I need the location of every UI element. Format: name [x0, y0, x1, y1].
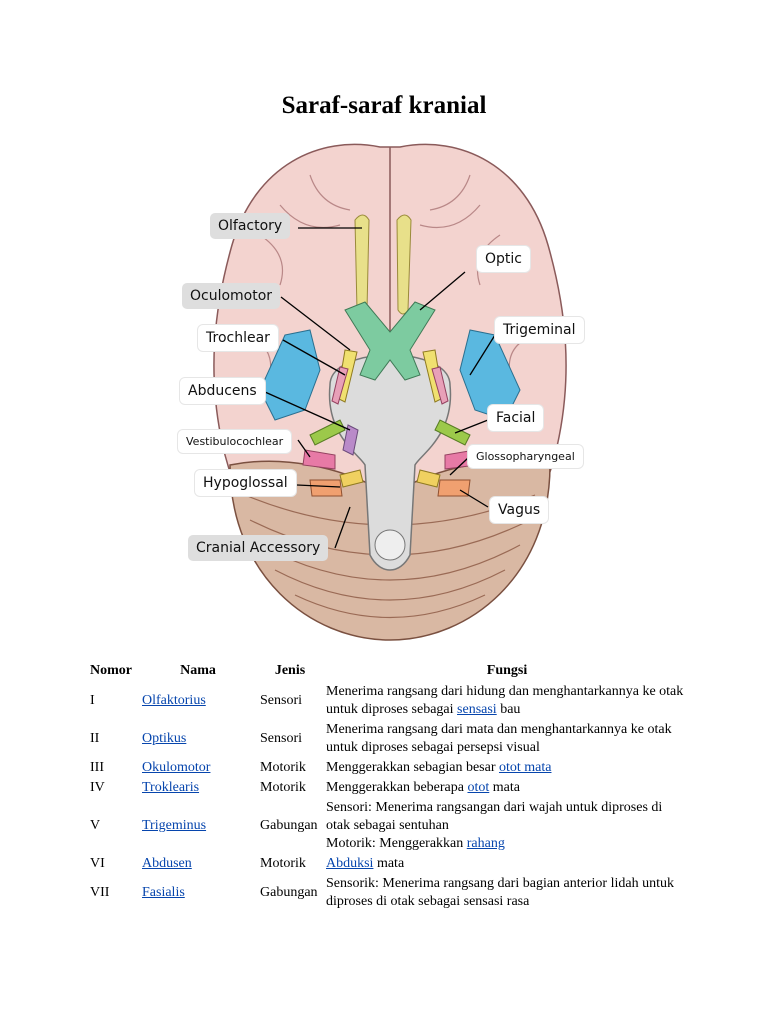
cell-nama: Okulomotor [139, 758, 257, 778]
label-trigeminal: Trigeminal [495, 317, 584, 343]
cell-jenis: Motorik [260, 780, 306, 795]
cell-fungsi: Sensori: Menerima rangsangan dari wajah … [323, 798, 691, 854]
cell-jenis: Gabungan [260, 818, 318, 833]
label-oculomotor: Oculomotor [182, 283, 281, 309]
cell-jenis: Motorik [260, 760, 306, 775]
nerve-name-link[interactable]: Optikus [142, 731, 187, 746]
cell-nama: Optikus [139, 720, 257, 758]
table-row: IV Troklearis Motorik Menggerakkan beberapa… [87, 778, 691, 798]
fungsi-text-end: bau [496, 702, 521, 717]
nerve-name-link[interactable]: Olfaktorius [142, 693, 206, 708]
fungsi-link[interactable]: otot [467, 780, 490, 795]
nerve-name-link[interactable]: Okulomotor [142, 760, 211, 775]
label-glossopharyngeal: Glossopharyngeal [468, 445, 583, 468]
glossopharyngeal-nerve-shape [339, 469, 441, 488]
label-facial: Facial [488, 405, 544, 431]
cell-jenis: Gabungan [260, 885, 318, 900]
nerve-name-link[interactable]: Abdusen [142, 856, 192, 871]
cell-fungsi: Menerima rangsang dari mata dan menghant… [323, 720, 691, 758]
fungsi-text: Menggerakkan beberapa [326, 780, 468, 795]
table-row: V Trigeminus Gabungan Sensori: Menerima ran… [87, 798, 691, 854]
cell-nama: Troklearis [139, 778, 257, 798]
cell-jenis: Sensori [260, 731, 302, 746]
cell-nama: Fasialis [139, 874, 257, 912]
cell-fungsi: Menggerakkan sebagian besar otot mata [323, 758, 691, 778]
cell-nomor: IV [90, 780, 105, 795]
cell-nama: Abdusen [139, 854, 257, 874]
cell-jenis: Motorik [260, 856, 306, 871]
cell-nomor: II [90, 731, 100, 746]
fungsi-link[interactable]: sensasi [457, 702, 497, 717]
label-abducens: Abducens [180, 378, 265, 404]
table-row: VII Fasialis Gabungan Sensorik: Menerima ra… [87, 874, 691, 912]
cell-nomor: I [90, 693, 95, 708]
label-hypoglossal: Hypoglossal [195, 470, 296, 496]
header-nomor: Nomor [90, 663, 132, 678]
fungsi-text: Sensorik: Menerima rangsang dari bagian … [326, 876, 674, 909]
header-nama: Nama [180, 663, 216, 678]
fungsi-text: Motorik: Menggerakkan [326, 836, 467, 851]
nerve-name-link[interactable]: Trigeminus [142, 818, 207, 833]
table-row: III Okulomotor Motorik Menggerakkan sebagia… [87, 758, 691, 778]
page-title: Saraf-saraf kranial [281, 92, 487, 119]
cell-nama: Olfaktorius [139, 682, 257, 720]
fungsi-text: Sensori: Menerima rangsangan dari wajah … [326, 800, 663, 833]
cell-nomor: III [90, 760, 104, 775]
header-fungsi: Fungsi [486, 663, 528, 678]
fungsi-link[interactable]: rahang [466, 836, 505, 851]
label-trochlear: Trochlear [198, 325, 278, 351]
fungsi-text-end: mata [489, 780, 520, 795]
label-cranial-accessory: Cranial Accessory [188, 535, 329, 561]
fungsi-link[interactable]: Abduksi [326, 856, 374, 871]
cell-fungsi: Menggerakkan beberapa otot mata [323, 778, 691, 798]
fungsi-text: Menggerakkan sebagian besar [326, 760, 499, 775]
cell-fungsi: Menerima rangsang dari hidung dan mengha… [323, 682, 691, 720]
nerve-name-link[interactable]: Fasialis [142, 885, 185, 900]
header-jenis: Jenis [274, 663, 306, 678]
facial-nerve-shape [309, 419, 471, 446]
label-vestibulocochlear: Vestibulocochlear [178, 430, 292, 453]
fungsi-text-end: mata [373, 856, 405, 871]
cell-nomor: V [90, 818, 101, 833]
cell-fungsi: Abduksi mata [323, 854, 691, 874]
cell-nomor: VI [90, 856, 105, 871]
table-header-row: Nomor Nama Jenis Fungsi [87, 660, 691, 682]
fungsi-text: Menerima rangsang dari mata dan menghant… [326, 722, 672, 755]
cell-jenis: Sensori [260, 693, 302, 708]
fungsi-text: Menerima rangsang dari hidung dan mengha… [326, 684, 684, 717]
cell-fungsi: Sensorik: Menerima rangsang dari bagian … [323, 874, 691, 912]
label-optic: Optic [477, 246, 530, 272]
table-row: II Optikus Sensori Menerima rangsang dari m… [87, 720, 691, 758]
fungsi-link[interactable]: otot mata [498, 760, 552, 775]
brain-diagram: Olfactory Optic Oculomotor Trochlear Tri… [170, 135, 610, 650]
cell-nama: Trigeminus [139, 798, 257, 854]
vagus-nerve-shape [309, 479, 471, 497]
label-olfactory: Olfactory [210, 213, 291, 239]
table-row: VI Abdusen Motorik Abduksi mata [87, 854, 691, 874]
nerve-name-link[interactable]: Troklearis [142, 780, 200, 795]
cell-nomor: VII [90, 885, 110, 900]
table-row: I Olfaktorius Sensori Menerima rangsang dar… [87, 682, 691, 720]
optic-nerve-shape [344, 301, 436, 381]
label-vagus: Vagus [490, 497, 549, 523]
